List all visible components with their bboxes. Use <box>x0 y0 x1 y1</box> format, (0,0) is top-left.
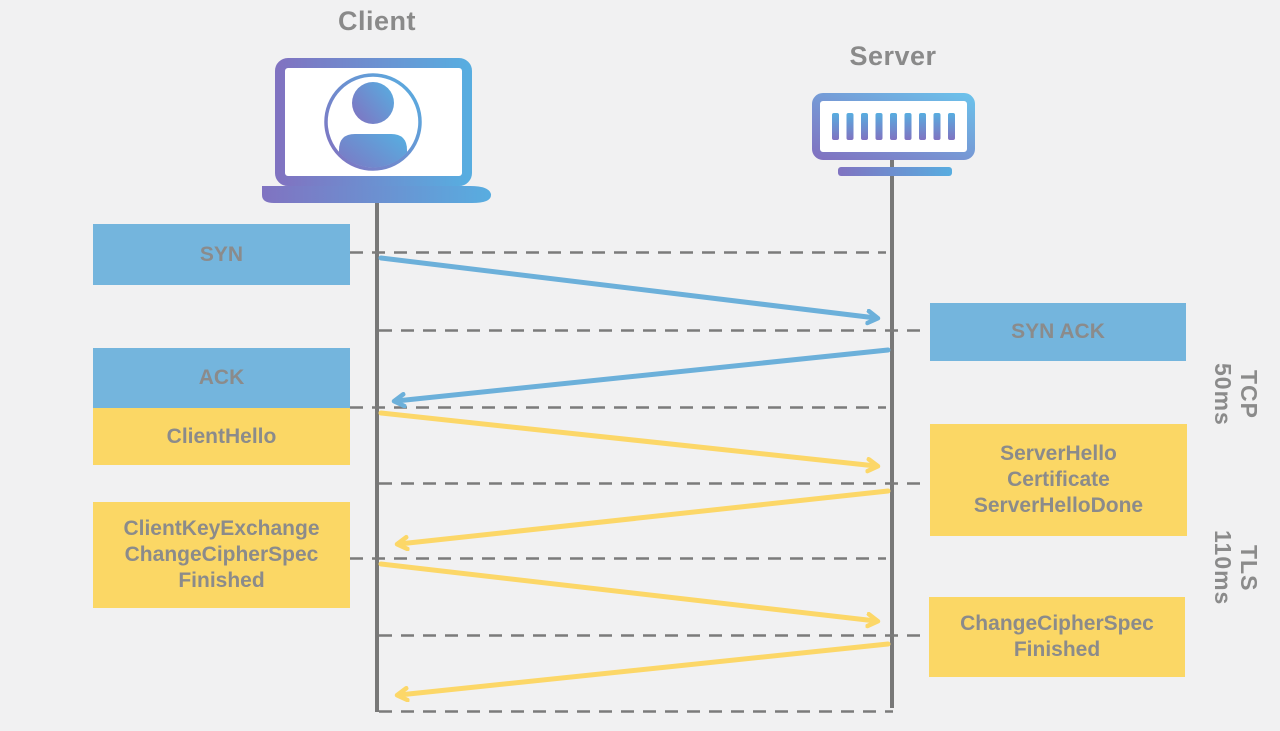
phase-duration: 110ms <box>1210 530 1236 606</box>
message-text: SYN <box>199 242 244 266</box>
phase-protocol: TLS <box>1236 544 1262 592</box>
user-circle-outline <box>324 73 422 171</box>
server-icon <box>812 93 975 176</box>
message-box-syn-ack: SYN ACK <box>930 303 1186 361</box>
message-box-client-key-exchange: ClientKeyExchange ChangeCipherSpec Finis… <box>93 502 350 608</box>
message-text: Certificate <box>1007 468 1110 491</box>
change-cipher-spec-arrow <box>399 641 891 695</box>
phase-label-tls: TLS 110ms <box>1210 521 1262 615</box>
message-box-change-cipher-spec: ChangeCipherSpec Finished <box>929 597 1185 677</box>
message-text: Finished <box>178 569 265 592</box>
message-text: ChangeCipherSpec <box>124 543 319 566</box>
message-box-ack: ACK <box>93 348 350 408</box>
phase-duration: 50ms <box>1210 362 1236 426</box>
message-text: Finished <box>1013 638 1101 661</box>
lifelines <box>375 160 894 712</box>
server-slots <box>832 113 955 140</box>
phase-label-tcp: TCP 50ms <box>1210 352 1262 436</box>
timing-gridlines <box>350 251 929 713</box>
syn-ack-arrow <box>396 347 891 401</box>
server-hello-arrow <box>399 488 891 544</box>
message-text: ChangeCipherSpec <box>960 612 1154 635</box>
message-text: ServerHelloDone <box>973 494 1144 517</box>
syn-arrow <box>378 255 876 318</box>
phase-protocol: TCP <box>1236 369 1262 419</box>
client-hello-arrow <box>378 410 876 466</box>
server-label: Server <box>849 41 937 71</box>
laptop-user-icon <box>262 58 492 203</box>
message-text: ClientKeyExchange <box>123 517 320 540</box>
message-text: SYN ACK <box>1011 320 1105 343</box>
message-text: ACK <box>198 366 245 389</box>
user-head <box>352 82 394 124</box>
server-base-bar <box>838 167 952 176</box>
message-text: ServerHello <box>1000 442 1117 465</box>
client-key-exchange-arrow <box>378 561 876 621</box>
client-label: Client <box>337 6 416 36</box>
message-box-server-hello: ServerHello Certificate ServerHelloDone <box>930 424 1187 536</box>
message-box-client-hello: ClientHello <box>93 408 350 465</box>
message-box-syn: SYN <box>93 224 350 285</box>
message-arrows <box>378 255 891 695</box>
message-text: ClientHello <box>166 424 277 448</box>
